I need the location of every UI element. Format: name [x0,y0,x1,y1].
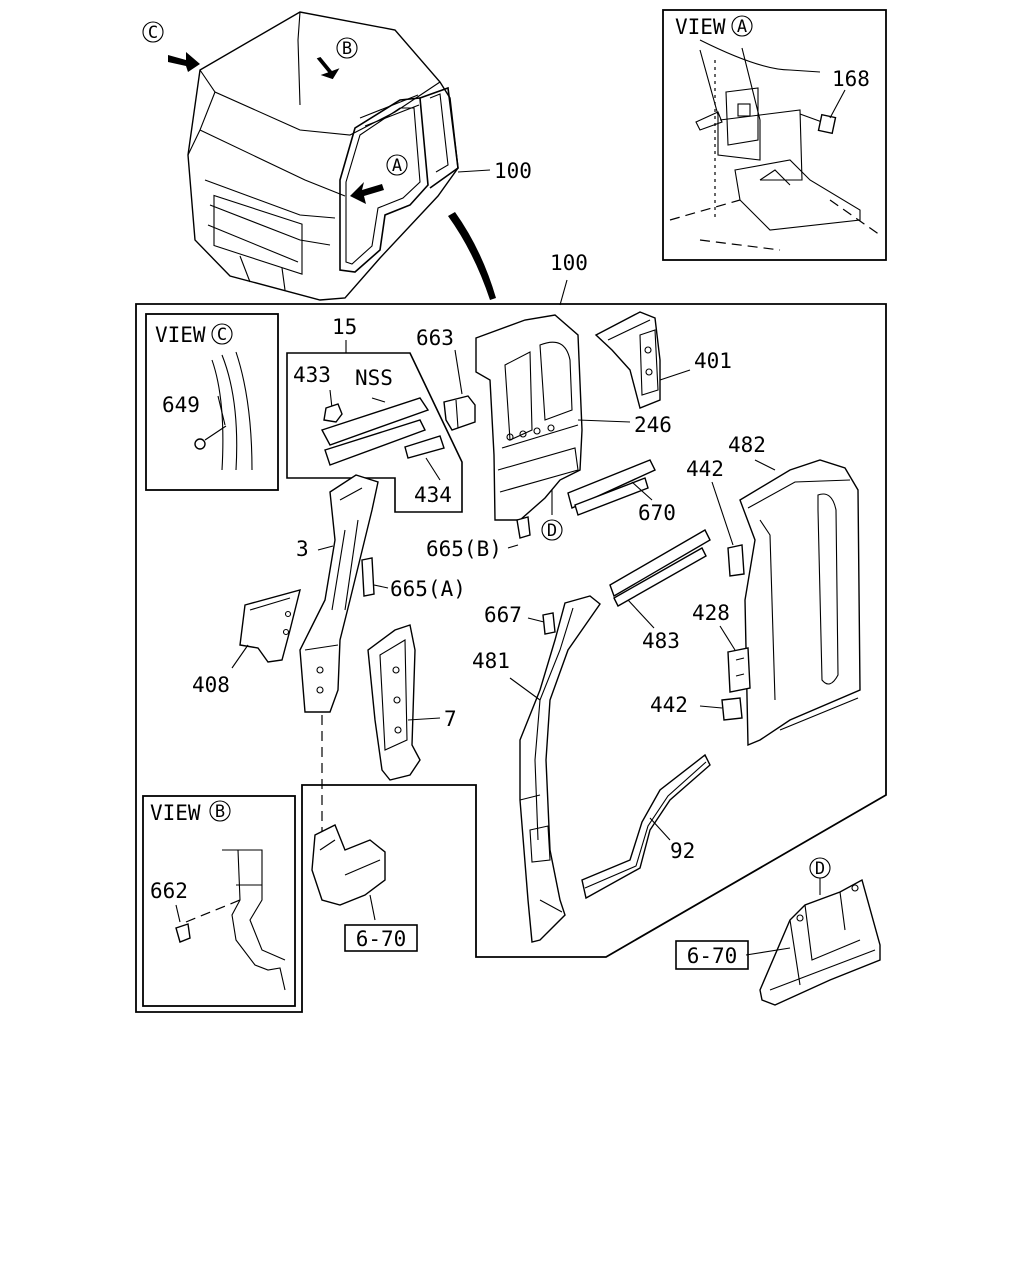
svg-text:C: C [217,325,227,345]
view-c-box: VIEW C 649 [145,313,279,491]
callout-662: 662 [150,879,188,903]
svg-text:VIEW: VIEW [150,801,201,825]
svg-text:670: 670 [638,501,676,525]
svg-text:665(B): 665(B) [426,537,502,561]
part-663: 663 [416,326,476,431]
part-442-top: 442 [686,457,745,577]
svg-text:442: 442 [686,457,724,481]
part-7: 7 [367,624,457,781]
callout-nss: NSS [355,366,393,390]
callout-433: 433 [293,363,331,387]
group-15: 15 433 NSS 434 [286,315,463,513]
svg-text:483: 483 [642,629,680,653]
svg-text:663: 663 [416,326,454,350]
part-482: 482 [728,433,861,747]
svg-text:481: 481 [472,649,510,673]
part-665a: 665(A) [361,557,466,601]
svg-text:92: 92 [670,839,695,863]
svg-text:246: 246 [634,413,672,437]
part-246: 246 D [475,314,672,541]
callout-15: 15 [332,315,357,339]
svg-text:442: 442 [650,693,688,717]
svg-text:6-70: 6-70 [356,927,407,951]
svg-text:B: B [215,802,225,822]
svg-text:VIEW: VIEW [675,15,726,39]
part-442-bottom: 442 [650,693,743,721]
marker-c: C [142,21,164,43]
curved-arrow [448,212,496,300]
svg-text:D: D [547,521,557,541]
part-428: 428 [692,601,751,693]
part-667: 667 [484,603,556,635]
part-483: 483 [609,529,711,653]
part-408: 408 [192,589,301,697]
svg-text:482: 482 [728,433,766,457]
callout-168: 168 [832,67,870,91]
marker-a: A [386,154,408,176]
part-3: 3 [296,474,379,840]
svg-text:428: 428 [692,601,730,625]
part-665b: 665(B) [426,516,531,561]
svg-text:VIEW: VIEW [155,323,206,347]
marker-b: B [336,37,358,59]
ref-6-70-left: 6-70 [311,824,418,952]
svg-text:401: 401 [694,349,732,373]
cab-illustration [187,11,459,301]
callout-649: 649 [162,393,200,417]
view-a-box: VIEW A 168 [662,9,887,261]
ref-6-70-right: D 6-70 [675,857,881,1006]
view-direction-arrows [168,52,384,204]
svg-text:6-70: 6-70 [687,944,738,968]
callout-100-cab: 100 [494,159,532,183]
svg-text:7: 7 [444,707,457,731]
callout-434: 434 [414,483,452,507]
svg-text:3: 3 [296,537,309,561]
part-481: 481 [472,595,601,943]
svg-text:667: 667 [484,603,522,627]
svg-text:C: C [148,23,158,43]
svg-text:408: 408 [192,673,230,697]
svg-text:665(A): 665(A) [390,577,466,601]
view-b-box: VIEW B 662 [142,795,296,1007]
svg-text:A: A [392,156,402,176]
svg-text:D: D [815,859,825,879]
part-401: 401 [594,311,732,409]
part-670: 670 [567,459,676,525]
part-92: 92 [581,753,711,900]
main-box-outline [135,303,887,1013]
callout-100-panel: 100 [550,251,588,275]
svg-text:A: A [737,17,747,37]
svg-text:B: B [342,39,352,59]
